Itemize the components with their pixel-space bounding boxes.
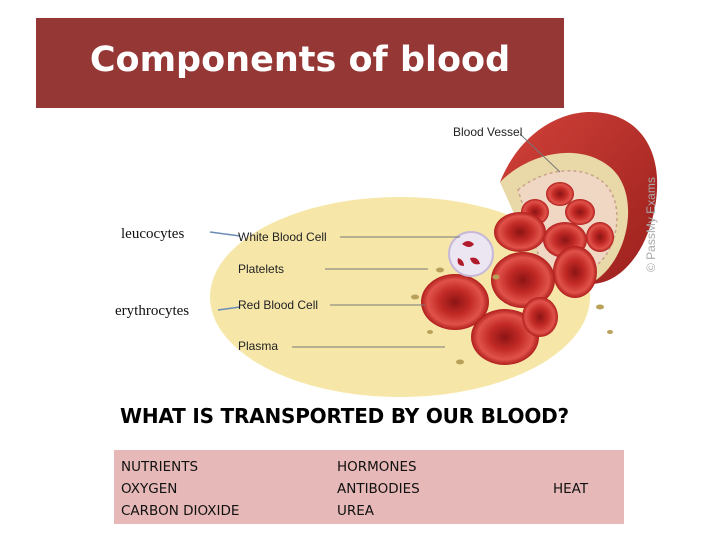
- red-blood-cells: [421, 182, 614, 365]
- platelets: [411, 267, 613, 365]
- label-red-blood-cell: Red Blood Cell: [238, 298, 318, 312]
- transported-col-2: HORMONES ANTIBODIES UREA: [337, 456, 420, 522]
- transported-col-1: NUTRIENTS OXYGEN CARBON DIOXIDE: [121, 456, 239, 522]
- label-plasma: Plasma: [238, 339, 278, 353]
- page-title: Components of blood: [89, 40, 511, 80]
- title-banner: Components of blood: [36, 18, 564, 108]
- list-item: HORMONES: [337, 459, 417, 475]
- transported-items-box: NUTRIENTS OXYGEN CARBON DIOXIDE HORMONES…: [114, 450, 624, 524]
- watermark: © PassMy Exams: [644, 177, 658, 272]
- list-item: CARBON DIOXIDE: [121, 503, 240, 519]
- transported-col-3: HEAT: [553, 478, 588, 500]
- question-heading: WHAT IS TRANSPORTED BY OUR BLOOD?: [120, 404, 569, 428]
- label-white-blood-cell: White Blood Cell: [238, 230, 327, 244]
- label-platelets: Platelets: [238, 262, 284, 276]
- white-blood-cell: [448, 231, 494, 277]
- leucocytes-label: leucocytes: [121, 226, 185, 242]
- list-item: UREA: [337, 503, 375, 519]
- list-item: ANTIBODIES: [337, 481, 420, 497]
- list-item: HEAT: [553, 481, 589, 497]
- label-blood-vessel: Blood Vessel: [453, 125, 522, 139]
- erythrocytes-label: erythrocytes: [115, 303, 190, 319]
- list-item: NUTRIENTS: [121, 459, 199, 475]
- list-item: OXYGEN: [121, 481, 178, 497]
- blood-vessel-diagram: Blood Vessel White Blood Cell Platelets …: [209, 112, 658, 397]
